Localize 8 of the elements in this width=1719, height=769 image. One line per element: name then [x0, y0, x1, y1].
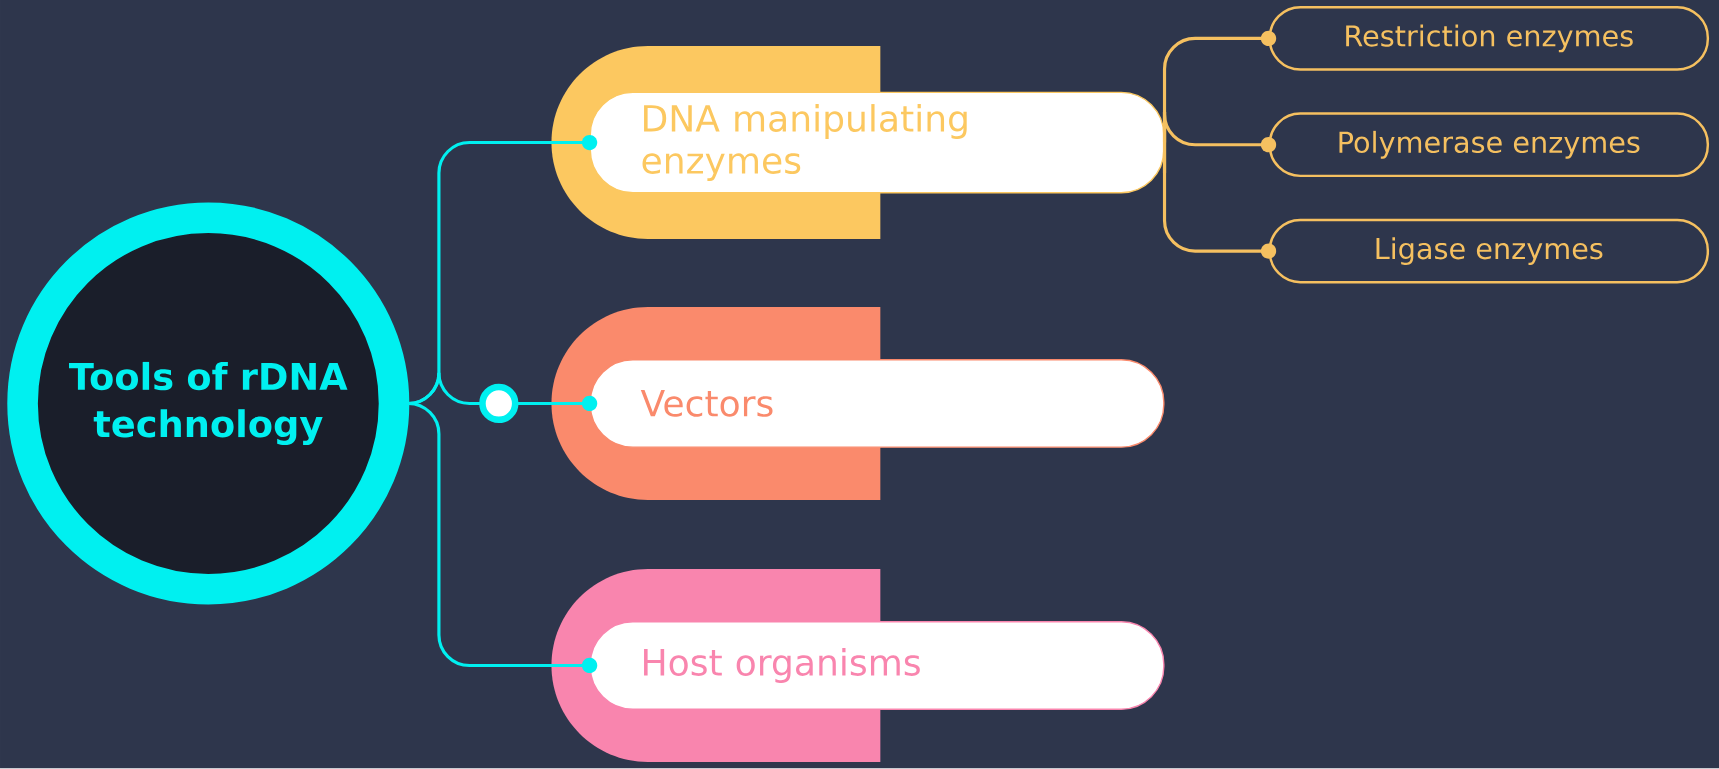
- subtopic-box: Ligase enzymes: [1268, 218, 1710, 284]
- subtopic-box: Restriction enzymes: [1268, 6, 1710, 71]
- topic-box: Vectors: [551, 307, 1165, 501]
- topic-box: DNA manipulating enzymes: [551, 46, 1165, 240]
- connector: [406, 402, 598, 674]
- subtopic-box: Polymerase enzymes: [1268, 112, 1710, 178]
- connector: [1162, 110, 1277, 259]
- topic-box: Host organisms: [551, 569, 1165, 763]
